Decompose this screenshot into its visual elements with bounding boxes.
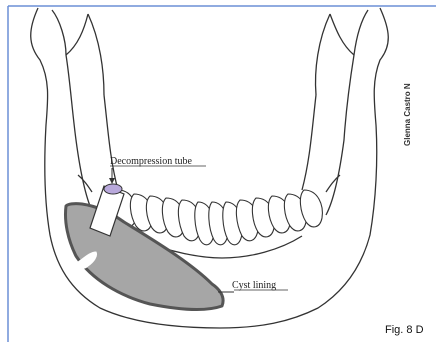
decompression-tube-label: Decompression tube (110, 156, 192, 167)
tube-tip (104, 184, 122, 194)
cyst-lining-label: Cyst lining (232, 280, 276, 291)
tube-arrowhead (109, 178, 115, 184)
author-credit: Glenna Castro N (403, 83, 412, 146)
figure-caption: Fig. 8 D (385, 324, 424, 336)
